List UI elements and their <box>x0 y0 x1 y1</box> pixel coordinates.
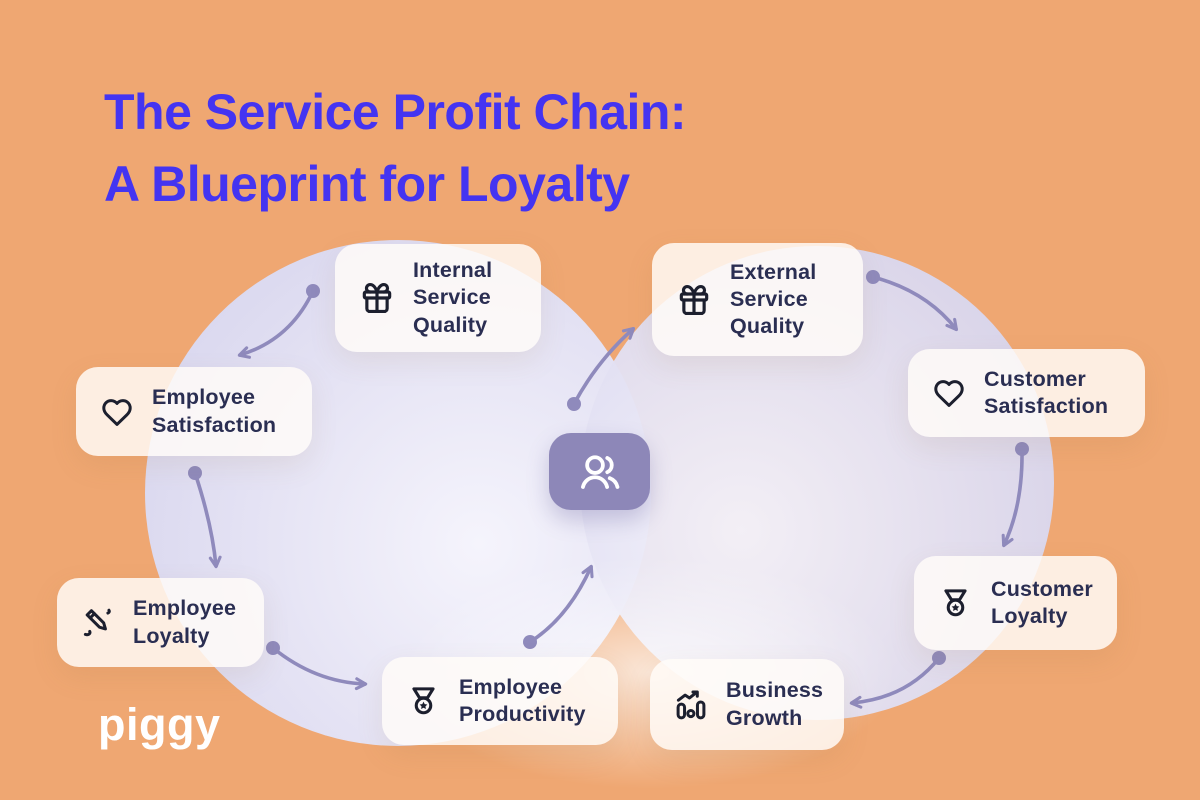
arrow-center-to-external <box>572 326 636 406</box>
page-title-line2: A Blueprint for Loyalty <box>104 156 630 212</box>
card-label: Employee Loyalty <box>133 596 237 648</box>
center-people-badge <box>549 433 650 510</box>
gift-icon <box>679 284 709 315</box>
heart-icon <box>102 398 132 426</box>
card-label: Customer Satisfaction <box>984 366 1109 418</box>
arrow-employee-satisfaction-to-loyalty <box>193 471 222 569</box>
card-label: External Service Quality <box>730 259 817 339</box>
card-employee-satisfaction: Employee Satisfaction <box>76 367 312 456</box>
card-external-service-quality: External Service Quality <box>652 243 863 356</box>
gift-icon <box>362 282 392 314</box>
card-employee-productivity: Employee Productivity <box>382 657 618 745</box>
people-icon <box>580 454 619 489</box>
page-title-line1: The Service Profit Chain: <box>104 84 687 140</box>
arrow-customer-satisfaction-to-loyalty <box>1001 447 1024 548</box>
card-label: Employee Satisfaction <box>152 385 277 437</box>
card-label: Employee Productivity <box>459 674 586 726</box>
heart-icon <box>934 380 964 407</box>
piggy-logo: piggy <box>98 699 221 750</box>
card-internal-service-quality: Internal Service Quality <box>335 244 541 352</box>
chart-up-icon <box>676 689 706 719</box>
card-label: Internal Service Quality <box>413 258 493 337</box>
medal-icon <box>944 588 967 616</box>
arrow-internal-to-employee-satisfaction <box>237 289 315 359</box>
page-title: The Service Profit Chain: A Blueprint fo… <box>104 76 687 220</box>
arrow-productivity-to-center <box>528 564 594 644</box>
arrow-customer-loyalty-to-growth <box>849 656 941 709</box>
card-label: Customer Loyalty <box>991 576 1093 628</box>
card-business-growth: Business Growth <box>650 659 844 750</box>
arrow-external-to-customer-satisfaction <box>871 275 958 332</box>
card-customer-satisfaction: Customer Satisfaction <box>908 349 1145 437</box>
card-customer-loyalty: Customer Loyalty <box>914 556 1117 650</box>
arrow-start-dots <box>188 270 1029 665</box>
medal-icon <box>412 686 435 714</box>
arrow-employee-loyalty-to-productivity <box>271 646 368 691</box>
pen-icon <box>83 608 111 636</box>
card-label: Business Growth <box>726 678 824 730</box>
card-employee-loyalty: Employee Loyalty <box>57 578 264 667</box>
